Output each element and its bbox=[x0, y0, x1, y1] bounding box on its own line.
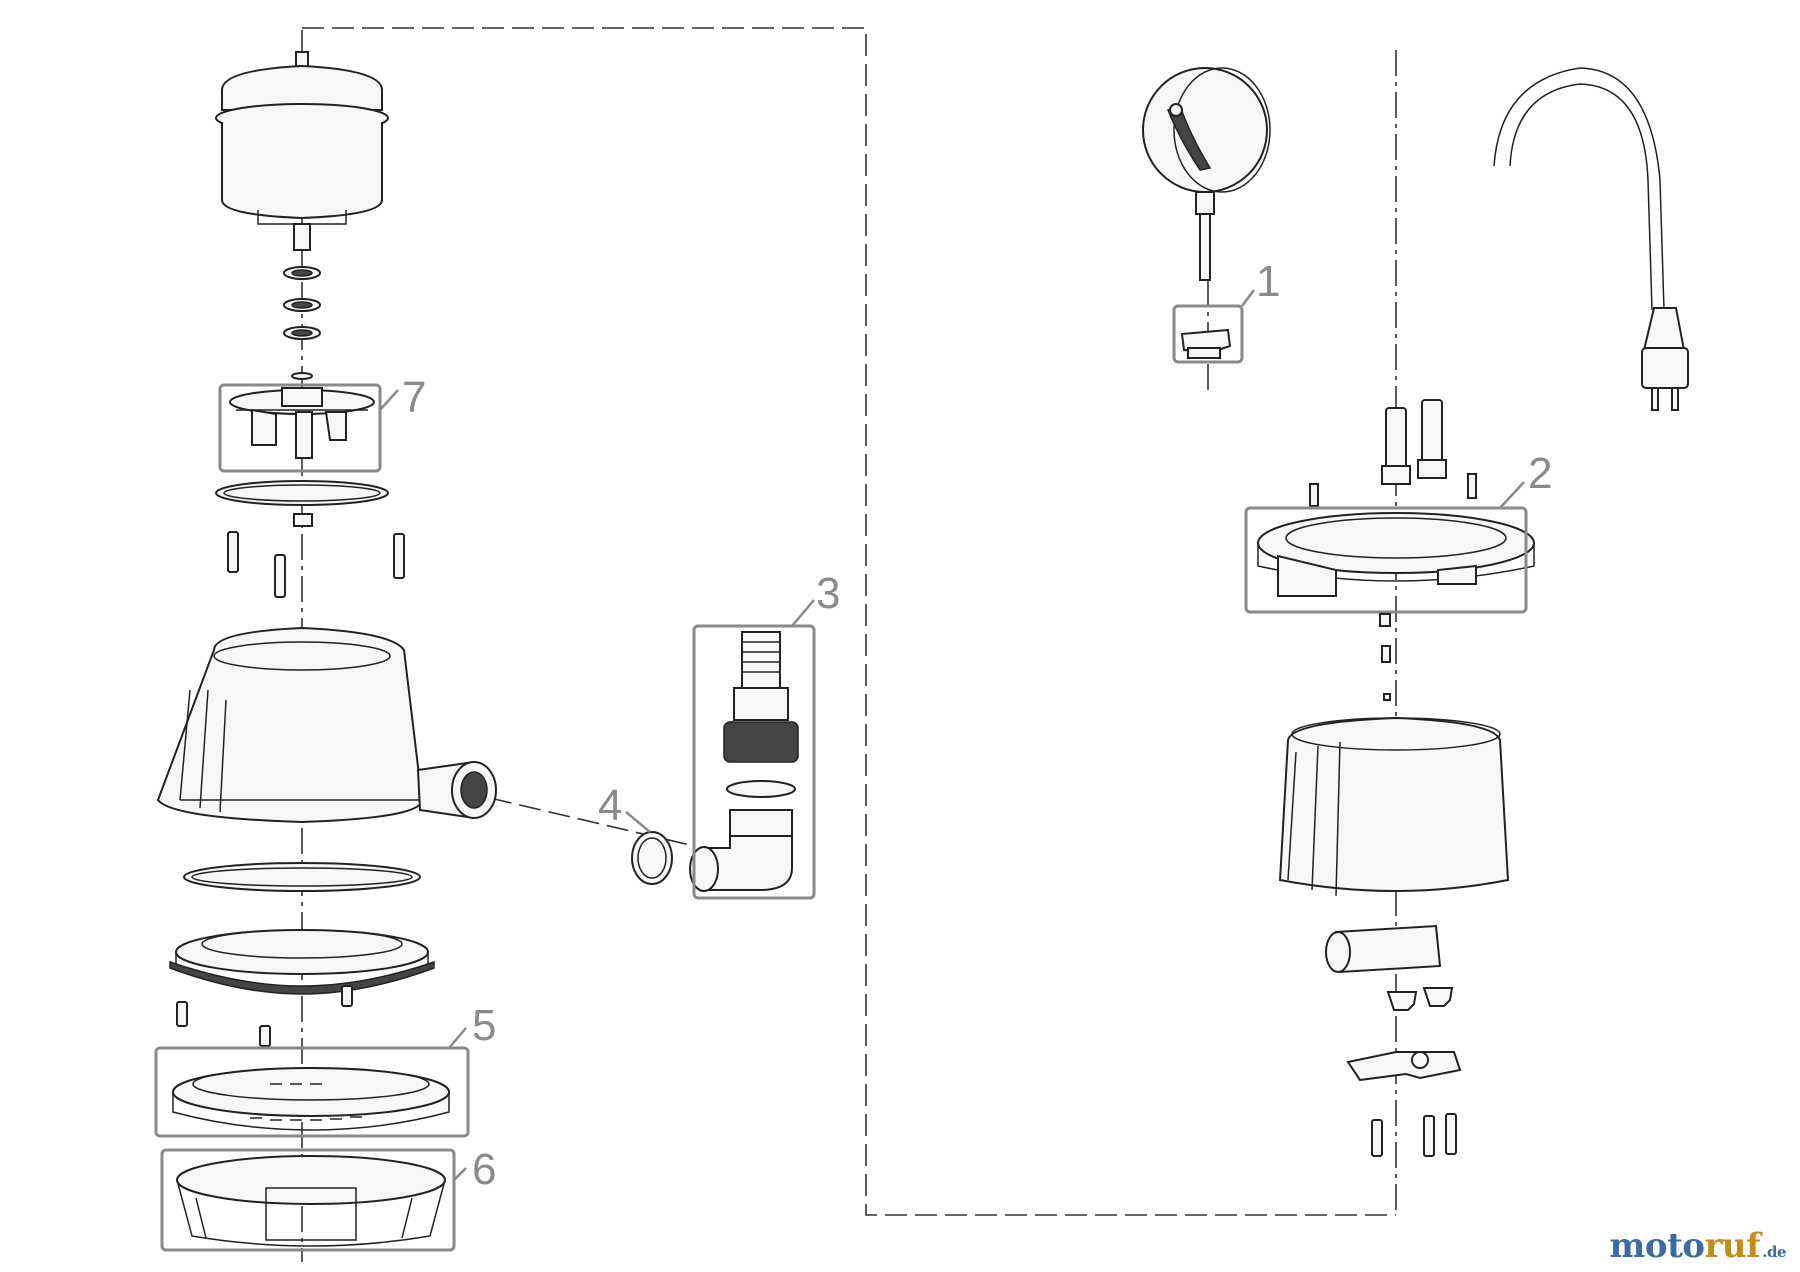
cable-bracket bbox=[1346, 1051, 1462, 1082]
foot-base bbox=[176, 1155, 446, 1247]
callout-label-5: 5 bbox=[472, 1001, 496, 1050]
small-fasteners bbox=[1379, 613, 1391, 701]
callout-label-7: 7 bbox=[402, 373, 426, 422]
shaft-nut bbox=[293, 513, 313, 527]
callout-label-3: 3 bbox=[816, 569, 840, 618]
callout-box-2 bbox=[1244, 506, 1528, 614]
watermark-tld: .de bbox=[1762, 1243, 1786, 1261]
outlet-o-ring bbox=[631, 831, 673, 885]
callout-label-4: 4 bbox=[598, 781, 622, 830]
callout-box-5 bbox=[154, 1046, 470, 1138]
watermark-brand-part2: ruf bbox=[1704, 1226, 1761, 1266]
float-tube bbox=[1325, 924, 1442, 974]
callout-box-7 bbox=[218, 383, 382, 473]
callout-box-6 bbox=[160, 1148, 456, 1252]
shaft-seals bbox=[283, 266, 321, 380]
cable-glands bbox=[1309, 399, 1477, 507]
float-switch bbox=[1142, 67, 1271, 281]
suction-plate bbox=[169, 929, 435, 995]
callout-label-2: 2 bbox=[1528, 449, 1552, 498]
hose-adapter bbox=[689, 631, 799, 892]
upper-housing-shell bbox=[1278, 716, 1510, 897]
pump-housing bbox=[156, 626, 497, 824]
impeller bbox=[229, 387, 375, 459]
watermark-brand-part1: moto bbox=[1609, 1226, 1705, 1266]
housing-o-ring bbox=[183, 862, 421, 892]
callout-label-1: 1 bbox=[1256, 257, 1280, 306]
motor-housing bbox=[215, 51, 389, 251]
power-cable bbox=[1493, 67, 1689, 411]
float-clamp bbox=[1180, 328, 1232, 359]
callout-box-1 bbox=[1172, 304, 1244, 364]
housing-screws bbox=[227, 531, 405, 598]
callout-box-3 bbox=[692, 624, 816, 900]
assembly-lines bbox=[301, 27, 1397, 1262]
bottom-clips bbox=[1386, 987, 1454, 1011]
top-cover bbox=[1257, 512, 1535, 597]
callout-label-6: 6 bbox=[472, 1145, 496, 1194]
base-screws bbox=[176, 985, 353, 1047]
motoruf-watermark: motoruf.de bbox=[1609, 1226, 1786, 1266]
bottom-screws bbox=[1371, 1113, 1457, 1157]
strainer-ring bbox=[172, 1067, 450, 1131]
